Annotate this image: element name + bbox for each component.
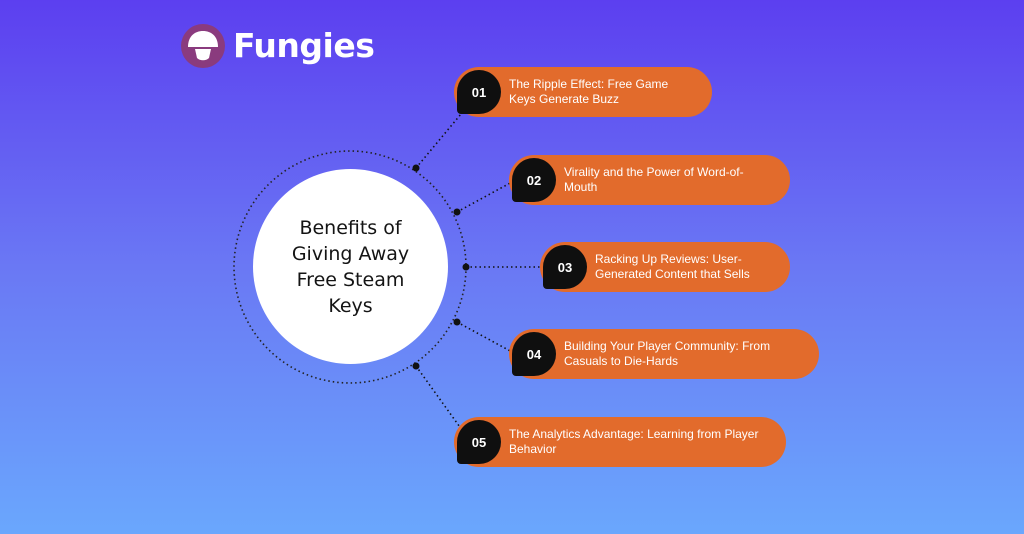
item-label: The Ripple Effect: Free Game Keys Genera… (509, 77, 669, 106)
center-circle: Benefits of Giving Away Free Steam Keys (253, 169, 448, 364)
benefit-item-05[interactable]: 05 The Analytics Advantage: Learning fro… (454, 417, 786, 467)
brand-logo[interactable]: Fungies (181, 24, 375, 68)
connector-dot-02 (453, 208, 461, 216)
connector-dot-04 (453, 318, 461, 326)
connector-dot-05 (412, 362, 420, 370)
connector-02 (456, 181, 513, 213)
item-label: The Analytics Advantage: Learning from P… (509, 427, 759, 456)
center-title: Benefits of Giving Away Free Steam Keys (291, 216, 410, 317)
connector-01 (415, 107, 467, 169)
connector-04 (456, 321, 513, 353)
item-number-badge: 03 (543, 245, 587, 289)
brand-name: Fungies (233, 26, 375, 65)
benefit-item-03[interactable]: 03 Racking Up Reviews: User-Generated Co… (540, 242, 790, 292)
connector-dot-03 (462, 263, 470, 271)
item-number-badge: 05 (457, 420, 501, 464)
item-label: Building Your Player Community: From Cas… (564, 339, 771, 368)
mushroom-logo-icon (181, 24, 225, 68)
item-label: Racking Up Reviews: User-Generated Conte… (595, 252, 750, 281)
connector-dot-01 (412, 164, 420, 172)
benefit-item-02[interactable]: 02 Virality and the Power of Word-of-Mou… (509, 155, 790, 205)
benefit-item-04[interactable]: 04 Building Your Player Community: From … (509, 329, 819, 379)
item-number-badge: 04 (512, 332, 556, 376)
item-label: Virality and the Power of Word-of-Mouth (564, 165, 744, 194)
item-number-badge: 02 (512, 158, 556, 202)
item-number-badge: 01 (457, 70, 501, 114)
benefit-item-01[interactable]: 01 The Ripple Effect: Free Game Keys Gen… (454, 67, 712, 117)
connector-05 (415, 365, 463, 431)
